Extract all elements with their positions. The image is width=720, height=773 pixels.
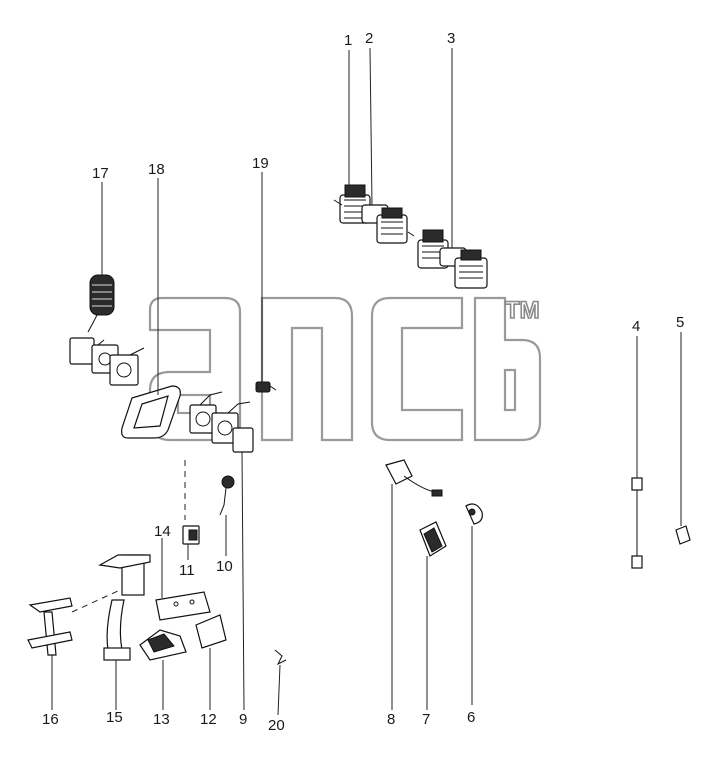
leader-lines [51,47,682,716]
relay-icon [182,525,200,545]
callout-9: 9 [239,711,247,728]
relay-icon [419,521,447,557]
assembly-lines [71,460,186,613]
callout-8: 8 [387,711,395,728]
horn-icon [385,459,443,497]
wire-harness-icon [631,477,643,569]
callout-20: 20 [268,717,285,734]
work-lamp-assembly-icon [69,337,145,386]
mounting-bracket-icon [98,554,151,661]
callout-11: 11 [179,562,195,579]
callout-10: 10 [216,558,233,575]
callout-17: 17 [92,165,109,182]
callout-15: 15 [106,709,123,726]
callout-12: 12 [200,711,217,728]
callout-labels: 1 2 3 4 5 6 7 8 9 10 11 12 13 14 15 16 1… [42,30,684,734]
callout-3: 3 [447,30,455,47]
callout-19: 19 [252,155,269,172]
callout-5: 5 [676,314,684,331]
connector-icon [219,475,235,516]
work-lamp-assembly-icon [189,391,254,453]
callout-6: 6 [467,709,475,726]
callout-1: 1 [344,32,352,49]
bracket-13-icon [139,629,187,661]
rotating-beacon-icon [87,274,115,333]
callout-13: 13 [153,711,170,728]
callout-16: 16 [42,711,59,728]
mounting-frame-icon [121,385,181,439]
callout-2: 2 [365,30,373,47]
callout-18: 18 [148,161,165,178]
mounting-bracket-icon [27,597,73,656]
horn-icon [465,503,483,525]
mounting-plate-icon [155,591,227,649]
callout-14: 14 [154,523,171,540]
switch-icon [255,381,277,393]
work-lamp-assembly-icon [417,229,488,289]
connector-icon [675,525,691,545]
clip-icon [274,649,287,666]
callout-7: 7 [422,711,430,728]
work-lamp-assembly-icon [333,184,415,244]
trademark-mark: TM [505,297,540,324]
callout-4: 4 [632,318,640,335]
